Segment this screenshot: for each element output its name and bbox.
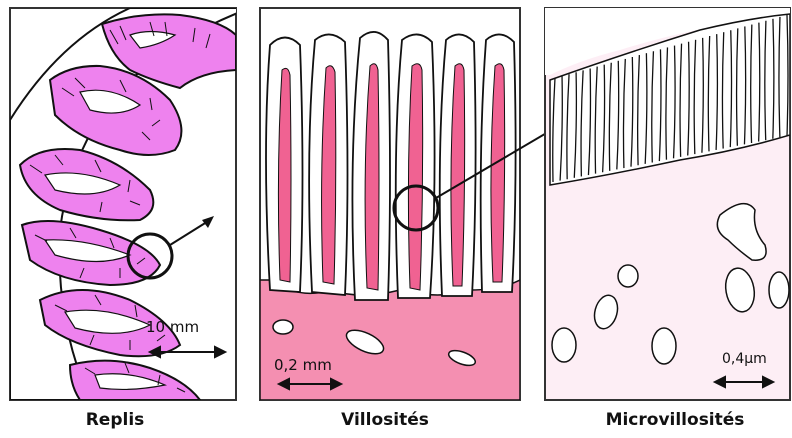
scale-label-villosites: 0,2 mm	[274, 356, 332, 374]
scale-label-microvillosites: 0,4µm	[722, 351, 767, 367]
scale-label-replis: 10 mm	[146, 318, 199, 336]
panel-replis	[10, 8, 240, 400]
panel-villosites	[260, 8, 580, 400]
caption-microvillosites: Microvillosités	[575, 405, 775, 435]
caption-replis: Replis	[40, 405, 190, 435]
panel-microvillosites	[545, 8, 790, 400]
caption-villosites: Villosités	[310, 405, 460, 435]
villi-base-tissue	[260, 280, 520, 400]
